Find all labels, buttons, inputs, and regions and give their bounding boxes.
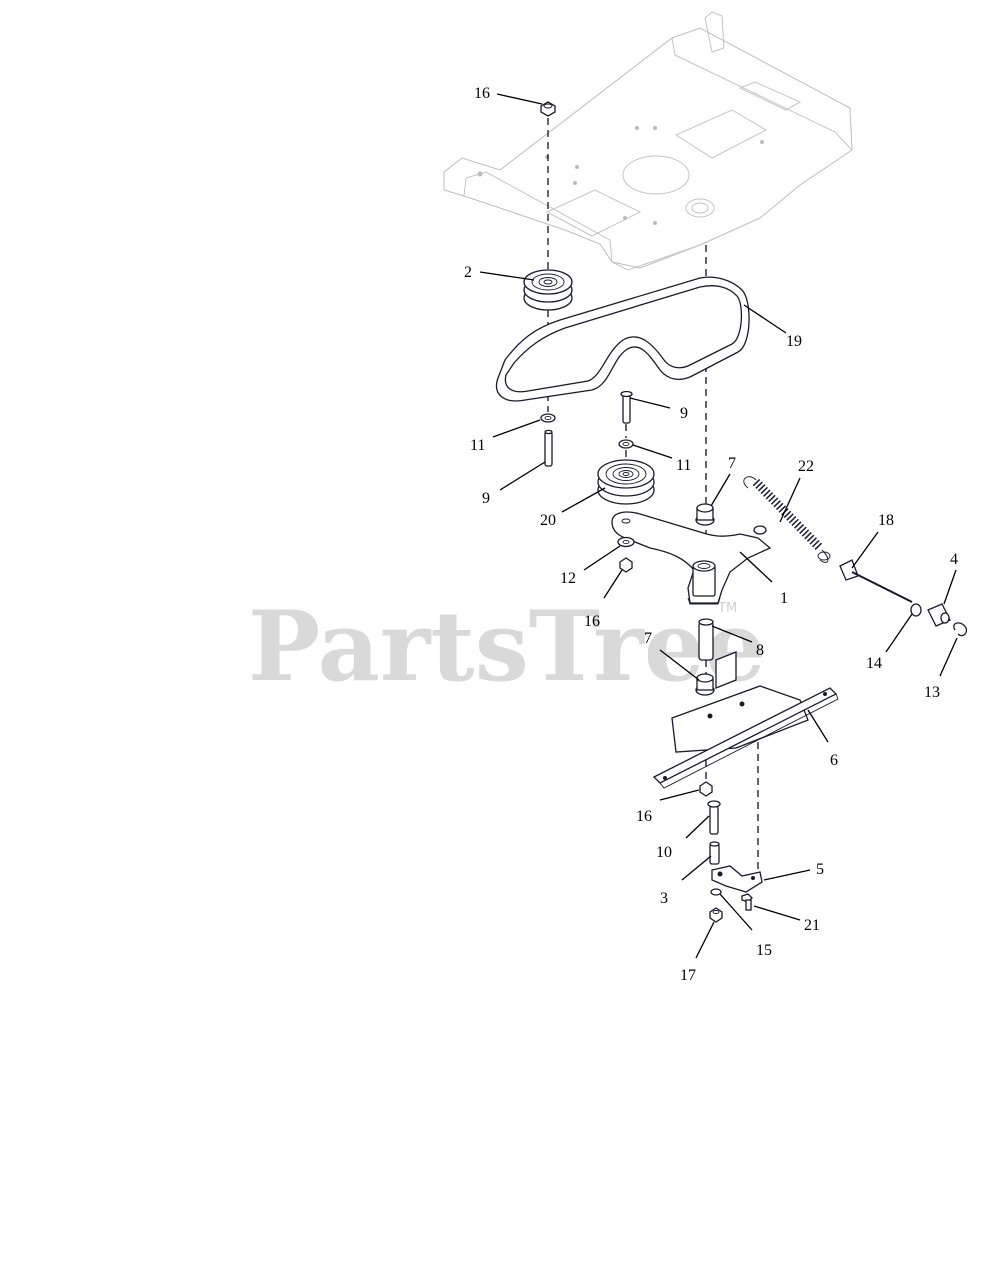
nut-part-16-lower [699, 781, 713, 797]
callout-4: 4 [950, 551, 958, 568]
callout-21: 21 [804, 917, 820, 934]
callout-5: 5 [816, 861, 824, 878]
washer-part-11-center [618, 439, 634, 449]
callout-17: 17 [680, 967, 696, 984]
leader-lines [479, 93, 958, 959]
washer-part-11-left [540, 413, 556, 423]
idler-pulley-part-20 [597, 459, 655, 505]
bolt-part-21 [741, 893, 753, 911]
knob-part-4 [927, 603, 951, 627]
bushing-part-7-lower [695, 673, 715, 696]
callout-7-upper: 7 [728, 455, 736, 472]
callout-12: 12 [560, 570, 576, 587]
callout-16-middle: 16 [584, 613, 600, 630]
bolt-part-9-left [544, 429, 553, 467]
callout-3: 3 [660, 890, 668, 907]
callout-1: 1 [780, 590, 788, 607]
callout-19: 19 [786, 333, 802, 350]
idler-pulley-part-2 [523, 269, 573, 311]
callout-9-lower: 9 [482, 490, 490, 507]
callout-14: 14 [866, 655, 882, 672]
callout-7-lower: 7 [644, 630, 652, 647]
deck-frame [443, 11, 853, 271]
washer-part-15 [710, 888, 722, 896]
callout-15: 15 [756, 942, 772, 959]
nut-part-16-top [540, 101, 556, 117]
callout-11-center: 11 [676, 457, 691, 474]
rod-part-18 [839, 559, 913, 603]
washer-part-12 [617, 536, 635, 548]
nut-part-17 [709, 907, 723, 923]
watermark-text: PartsTree [248, 590, 766, 703]
callout-10: 10 [656, 844, 672, 861]
nut-part-16-middle [619, 557, 633, 573]
callout-9-upper: 9 [680, 405, 688, 422]
spacer-part-8 [698, 618, 714, 661]
callout-2: 2 [464, 264, 472, 281]
drive-belt-part-19 [495, 276, 750, 402]
washer-part-14 [910, 603, 922, 617]
mounting-bracket-part-6 [652, 651, 839, 789]
callout-8: 8 [756, 642, 764, 659]
bracket-part-5 [711, 865, 763, 893]
callout-22: 22 [798, 458, 814, 475]
callout-18: 18 [878, 512, 894, 529]
watermark-trademark: TM [717, 601, 737, 616]
clip-part-13 [953, 622, 968, 637]
bolt-part-9-center [620, 390, 633, 424]
callout-11-left: 11 [470, 437, 485, 454]
callout-16-lower: 16 [636, 808, 652, 825]
bolt-part-10 [707, 800, 721, 835]
callout-labels: 16 2 19 9 11 11 9 7 22 20 18 4 12 1 16 8… [464, 85, 958, 984]
callout-13: 13 [924, 684, 940, 701]
extension-spring-part-22 [743, 476, 831, 563]
bushing-part-3 [709, 841, 720, 865]
callout-16-top: 16 [474, 85, 490, 102]
callout-6: 6 [830, 752, 838, 769]
callout-20: 20 [540, 512, 556, 529]
bushing-part-7-upper [695, 503, 715, 526]
assembly-axes [547, 118, 759, 878]
